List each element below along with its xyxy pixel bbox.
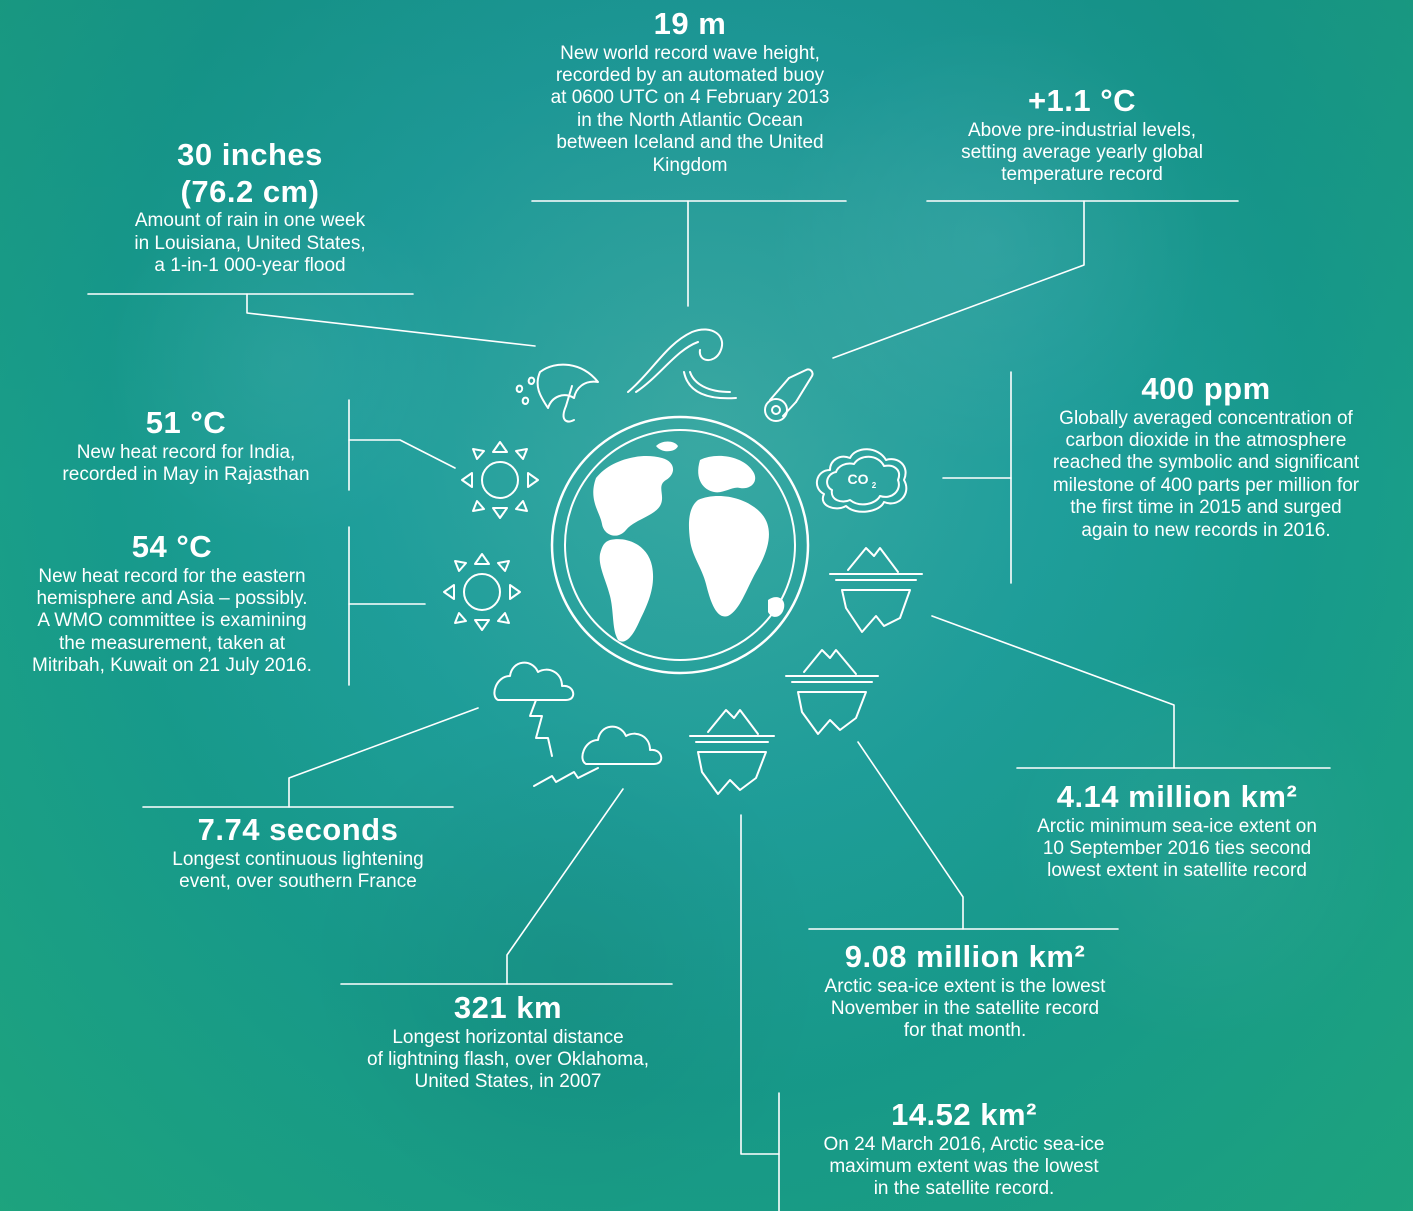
- record-desc-line: United States, in 2007: [414, 1071, 602, 1093]
- record-desc-line: A WMO committee is examining: [37, 610, 307, 632]
- record-desc-line: lowest extent in satellite record: [1047, 860, 1307, 882]
- record-india: 51 °C New heat record for India, recorde…: [28, 405, 344, 486]
- record-desc-line: the measurement, taken at: [58, 632, 285, 654]
- co2-cloud-icon: [815, 448, 908, 513]
- record-desc-line: again to new records in 2016.: [1081, 519, 1331, 541]
- wave-icon: [627, 328, 737, 400]
- record-desc-line: in the satellite record.: [873, 1178, 1055, 1200]
- record-value: 9.08 million km²: [844, 939, 1086, 974]
- record-desc-line: between Iceland and the United: [556, 132, 824, 154]
- sun-icon-india: [461, 441, 539, 519]
- connector-lines: [87, 200, 1331, 1211]
- record-desc-line: maximum extent was the lowest: [829, 1155, 1099, 1177]
- record-desc-line: Amount of rain in one week: [134, 210, 366, 232]
- record-temperature: +1.1 °C Above pre-industrial levels, set…: [920, 83, 1244, 187]
- record-desc-line: carbon dioxide in the atmosphere: [1065, 429, 1347, 451]
- record-desc-line: recorded by an automated buoy: [555, 64, 825, 86]
- co2-label: CO: [848, 471, 869, 487]
- record-kuwait: 54 °C New heat record for the eastern he…: [2, 529, 342, 678]
- record-value: 4.14 million km²: [1056, 779, 1298, 814]
- record-value: 7.74 seconds: [197, 812, 399, 847]
- record-desc-line: the first time in 2015 and surged: [1070, 497, 1342, 519]
- connector-arctic-max: [740, 814, 780, 1211]
- lightning-cloud-icon: [533, 725, 663, 787]
- globe-icon: [550, 415, 810, 675]
- record-desc-line: event, over southern France: [179, 870, 417, 892]
- record-desc-line: New world record wave height,: [560, 42, 820, 64]
- connector-india: [348, 399, 456, 491]
- record-lightning-duration: 7.74 seconds Longest continuous lighteni…: [130, 812, 466, 893]
- record-value: 30 inches: [177, 137, 323, 172]
- record-desc-line: Mitribah, Kuwait on 21 July 2016.: [32, 655, 312, 677]
- record-desc-line: of lightning flash, over Oklahoma,: [367, 1048, 649, 1070]
- record-desc-line: temperature record: [1001, 164, 1163, 186]
- umbrella-icon: [515, 363, 599, 423]
- record-desc-line: for that month.: [903, 1020, 1027, 1042]
- connector-arctic-nov: [808, 741, 1119, 930]
- record-desc-line: Globally averaged concentration of: [1059, 407, 1353, 429]
- record-desc-line: in Louisiana, United States,: [134, 232, 366, 254]
- record-value: 51 °C: [145, 405, 227, 440]
- continents: [593, 441, 785, 642]
- connector-lightning-duration: [142, 707, 479, 808]
- iceberg-icon-1: [829, 547, 923, 633]
- record-desc-line: milestone of 400 parts per million for: [1052, 474, 1360, 496]
- record-desc-line: November in the satellite record: [830, 997, 1100, 1019]
- record-lightning-distance: 321 km Longest horizontal distance of li…: [330, 990, 686, 1094]
- record-rain: 30 inches (76.2 cm) Amount of rain in on…: [90, 137, 410, 277]
- connector-rain: [87, 293, 536, 347]
- record-desc-line: Above pre-industrial levels,: [967, 119, 1197, 141]
- connector-kuwait: [348, 526, 426, 686]
- record-desc-line: Arctic sea-ice extent is the lowest: [824, 975, 1106, 997]
- record-desc-line: 10 September 2016 ties second: [1042, 837, 1312, 859]
- connector-arctic-min: [931, 615, 1331, 769]
- record-arctic-nov: 9.08 million km² Arctic sea-ice extent i…: [788, 939, 1142, 1043]
- connector-wave: [531, 200, 847, 307]
- record-arctic-min: 4.14 million km² Arctic minimum sea-ice …: [990, 779, 1364, 883]
- record-desc-line: Longest continuous lightening: [172, 848, 424, 870]
- co2-subscript: 2: [872, 481, 877, 490]
- record-value: 14.52 km²: [891, 1097, 1037, 1132]
- record-wave: 19 m New world record wave height, recor…: [520, 6, 860, 177]
- record-value: +1.1 °C: [1027, 83, 1137, 118]
- record-desc-line: a 1-in-1 000-year flood: [154, 254, 346, 276]
- storm-cloud-icon: [493, 661, 575, 757]
- record-desc-line: New heat record for the eastern: [38, 565, 306, 587]
- record-desc-line: On 24 March 2016, Arctic sea-ice: [823, 1133, 1105, 1155]
- record-desc-line: at 0600 UTC on 4 February 2013: [550, 87, 830, 109]
- record-value: 400 ppm: [1141, 371, 1271, 406]
- iceberg-icon-3: [689, 709, 775, 795]
- record-arctic-max: 14.52 km² On 24 March 2016, Arctic sea-i…: [786, 1097, 1142, 1201]
- record-co2: 400 ppm Globally averaged concentration …: [1016, 371, 1396, 542]
- connector-temperature: [832, 200, 1239, 359]
- record-desc-line: hemisphere and Asia – possibly.: [36, 587, 308, 609]
- iceberg-icon-2: [785, 649, 879, 735]
- record-desc-line: setting average yearly global: [961, 141, 1203, 163]
- connector-co2: [942, 371, 1012, 584]
- record-desc-line: Arctic minimum sea-ice extent on: [1037, 815, 1317, 837]
- record-value: 54 °C: [131, 529, 213, 564]
- thermometer-icon: [764, 368, 814, 422]
- record-desc-line: reached the symbolic and significant: [1052, 452, 1360, 474]
- record-value: 19 m: [653, 6, 727, 41]
- record-desc-line: Longest horizontal distance: [392, 1026, 624, 1048]
- sun-icon-kuwait: [443, 553, 521, 631]
- record-value: 321 km: [453, 990, 563, 1025]
- record-desc-line: in the North Atlantic Ocean: [576, 109, 803, 131]
- record-desc-line: Kingdom: [652, 154, 728, 176]
- record-desc-line: New heat record for India,: [76, 441, 296, 463]
- record-value: (76.2 cm): [180, 173, 320, 209]
- record-desc-line: recorded in May in Rajasthan: [62, 463, 310, 485]
- connector-lightning-distance: [340, 788, 673, 985]
